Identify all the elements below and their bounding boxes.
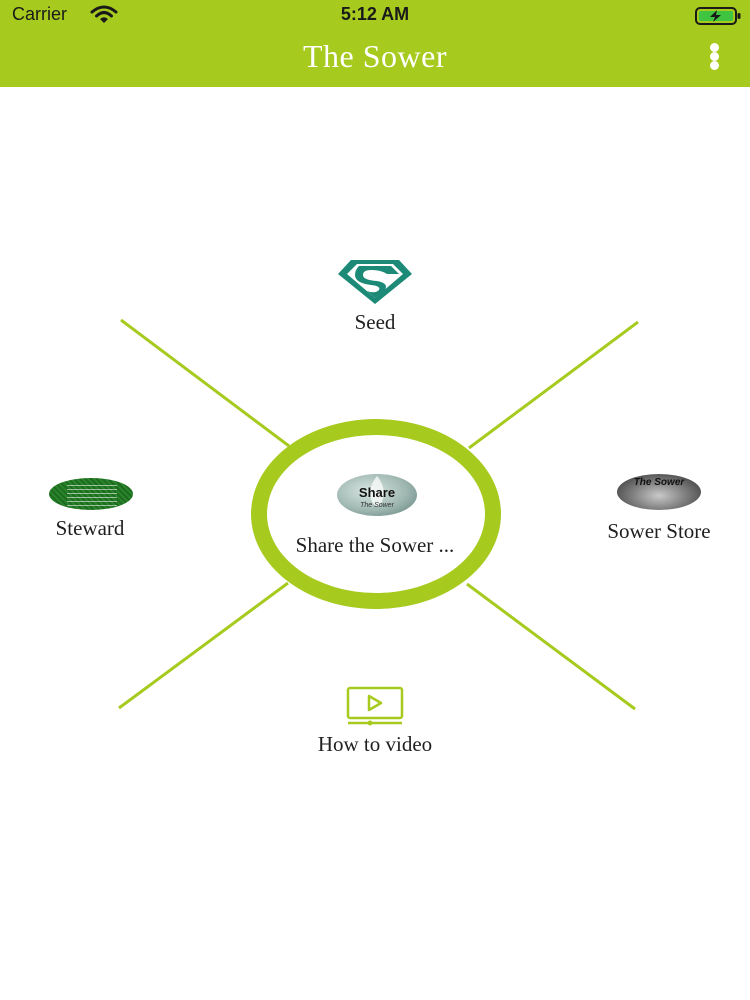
- share-thumb-caption: The Sower: [360, 502, 394, 509]
- carrier-label: Carrier: [12, 4, 68, 24]
- share-thumb-title: Share: [358, 485, 396, 500]
- how-to-video-label: How to video: [317, 732, 433, 756]
- menu-item-seed[interactable]: Seed: [315, 258, 435, 335]
- wifi-icon: [90, 5, 118, 23]
- vertical-ellipsis-icon: [710, 52, 719, 61]
- scripture-text-graphic: [67, 482, 117, 506]
- steward-thumbnail[interactable]: [49, 478, 133, 510]
- status-bar: Carrier 5:12 AM: [0, 0, 750, 30]
- menu-item-how-to-video[interactable]: How to video: [285, 686, 465, 757]
- vertical-ellipsis-icon: [710, 61, 719, 70]
- steward-label: Steward: [55, 516, 125, 540]
- seed-label: Seed: [354, 310, 396, 334]
- menu-item-share[interactable]: Share the Sower ...: [255, 533, 495, 558]
- flame-icon: [370, 476, 384, 506]
- battery-charging-icon: [695, 7, 741, 25]
- share-thumbnail[interactable]: Share The Sower: [337, 474, 417, 516]
- sower-store-thumbnail[interactable]: The Sower: [617, 474, 701, 510]
- video-play-icon: [346, 686, 404, 726]
- menu-item-sower-store[interactable]: Sower Store: [580, 519, 738, 544]
- page-title: The Sower: [302, 38, 447, 74]
- superman-s-shield-icon: [338, 260, 412, 304]
- overflow-menu-button[interactable]: [700, 40, 730, 72]
- vertical-ellipsis-icon: [710, 43, 719, 52]
- clock: 5:12 AM: [340, 4, 410, 24]
- share-label: Share the Sower ...: [295, 533, 455, 557]
- store-thumb-caption: The Sower: [633, 477, 685, 488]
- menu-item-steward[interactable]: Steward: [20, 516, 160, 541]
- sower-store-label: Sower Store: [607, 519, 711, 543]
- app-header: Carrier 5:12 AM The Sower: [0, 0, 750, 87]
